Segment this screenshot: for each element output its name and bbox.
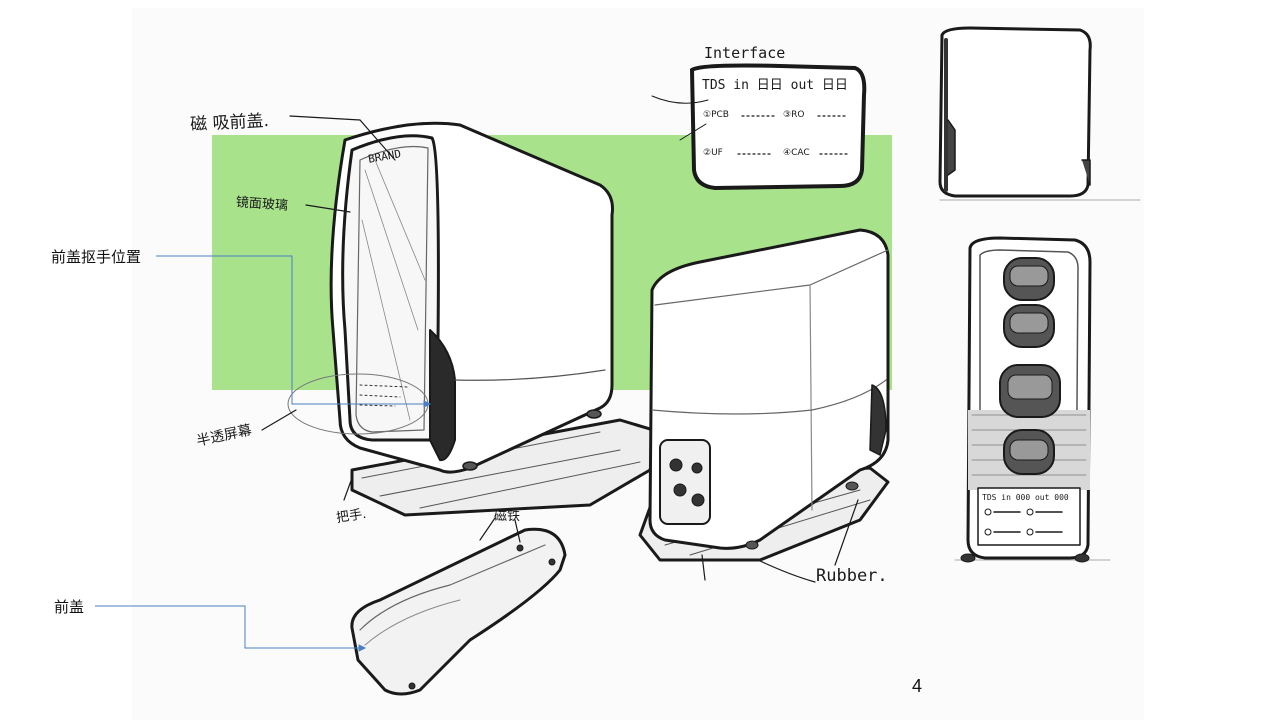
callout-front-cover-handle: 前盖抠手位置 — [51, 248, 142, 266]
front-cover-sketch — [350, 517, 567, 696]
callout-arrow-handle — [423, 400, 432, 408]
callout-line-cover — [95, 605, 365, 649]
interface-filter-2: ②UF — [703, 148, 723, 158]
side-view-sketch — [938, 26, 1141, 201]
note-magnet: 磁铁 — [494, 509, 521, 524]
callout-arrow-cover — [358, 644, 367, 652]
main-purifier-sketch — [287, 121, 662, 517]
note-magnetic-front-cover: 磁 吸前盖. — [189, 110, 270, 136]
interface-screen-header: TDS in 日日 out 日日 — [702, 78, 848, 93]
callout-lines — [95, 255, 432, 652]
interface-filter-3: ③RO — [783, 110, 805, 120]
rear-purifier-sketch — [638, 228, 890, 562]
note-rubber: Rubber. — [816, 566, 888, 586]
page-number: 4 — [912, 676, 923, 696]
interface-filter-4: ④CAC — [783, 148, 810, 158]
callout-front-cover: 前盖 — [54, 598, 85, 616]
front-view-sketch — [954, 236, 1111, 563]
interface-title: Interface — [704, 44, 786, 62]
callout-line-handle — [156, 255, 430, 405]
note-mirror-glass: 镜面玻璃 — [235, 195, 289, 214]
front-view-tds-label: TDS in 000 out 000 — [982, 493, 1069, 502]
interface-filter-1: ①PCB — [703, 110, 729, 120]
interface-screen-sketch — [651, 63, 867, 191]
sketch-leader-lines — [261, 115, 859, 583]
